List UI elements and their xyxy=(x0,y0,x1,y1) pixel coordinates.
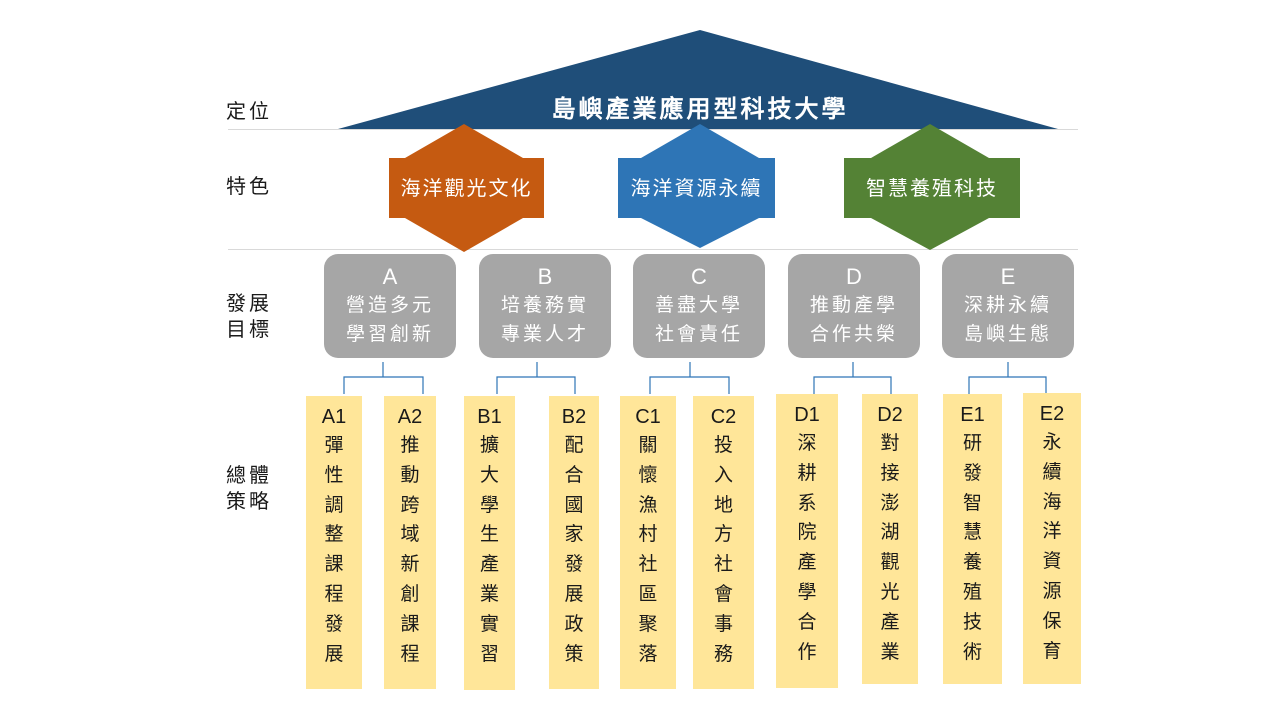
strategy-code: D1 xyxy=(794,404,820,426)
feature-label-2: 海洋資源永續 xyxy=(630,176,763,200)
strategy-box-e1: E1 研發智慧養殖技術 xyxy=(943,394,1002,684)
strategy-box-a2: A2 推動跨域新創課程 xyxy=(384,396,436,689)
strategy-code: B1 xyxy=(477,406,502,428)
strategy-text: 投入地方社會事務 xyxy=(713,434,733,665)
row-label-feature: 特色 xyxy=(226,174,272,198)
strategy-text: 對接澎湖觀光產業 xyxy=(880,432,900,663)
strategy-box-b2: B2 配合國家發展政策 xyxy=(549,396,599,689)
row-label-strategy: 總體策略 xyxy=(226,463,272,513)
separator-line xyxy=(228,249,1078,250)
feature-label-1: 海洋觀光文化 xyxy=(400,176,533,200)
strategy-code: A2 xyxy=(397,406,423,428)
connectors xyxy=(343,362,1047,394)
strategy-code: D2 xyxy=(877,404,903,426)
strategy-code: C1 xyxy=(635,406,661,428)
row-label-position: 定位 xyxy=(226,99,272,123)
goal-box-c: C 善盡大學社會責任 xyxy=(633,254,765,358)
goal-text: 推動產學合作共榮 xyxy=(809,294,898,345)
goal-text: 營造多元學習創新 xyxy=(345,294,434,345)
goal-letter: C xyxy=(691,264,707,289)
strategy-code: B2 xyxy=(561,406,587,428)
feature-arrow-2 xyxy=(618,124,775,248)
strategy-text: 研發智慧養殖技術 xyxy=(962,432,982,663)
strategy-box-d1: D1 深耕系院產學合作 xyxy=(776,394,838,688)
goal-box-e: E 深耕永續島嶼生態 xyxy=(942,254,1074,358)
goal-text: 深耕永續島嶼生態 xyxy=(963,294,1052,345)
strategy-box-c1: C1 關懷漁村社區聚落 xyxy=(620,396,676,689)
goal-letter: A xyxy=(382,264,398,289)
goal-box-a: A 營造多元學習創新 xyxy=(324,254,456,358)
feature-arrow-1 xyxy=(389,124,544,252)
goal-box-b: B 培養務實專業人才 xyxy=(479,254,611,358)
strategy-text: 永續海洋資源保育 xyxy=(1042,431,1062,662)
strategy-box-a1: A1 彈性調整課程發展 xyxy=(306,396,362,689)
roof-title: 島嶼產業應用型科技大學 xyxy=(551,94,849,123)
strategy-box-d2: D2 對接澎湖觀光產業 xyxy=(862,394,918,684)
row-label-goal: 發展目標 xyxy=(226,291,272,341)
strategy-text: 配合國家發展政策 xyxy=(564,434,584,665)
goal-text: 善盡大學社會責任 xyxy=(654,294,743,345)
strategy-code: E2 xyxy=(1039,403,1065,425)
goal-letter: D xyxy=(846,264,862,289)
separator-line xyxy=(228,129,1078,130)
strategy-box-e2: E2 永續海洋資源保育 xyxy=(1023,393,1081,684)
strategy-box-b1: B1 擴大學生產業實習 xyxy=(464,396,515,690)
strategy-text: 推動跨域新創課程 xyxy=(400,434,420,665)
goal-box-d: D 推動產學合作共榮 xyxy=(788,254,920,358)
strategy-code: E1 xyxy=(960,404,985,426)
goal-text: 培養務實專業人才 xyxy=(500,294,589,345)
strategy-box-c2: C2 投入地方社會事務 xyxy=(693,396,754,689)
goal-letter: E xyxy=(1000,264,1016,289)
feature-arrow-3 xyxy=(844,124,1020,250)
feature-label-3: 智慧養殖科技 xyxy=(866,176,998,200)
strategy-text: 深耕系院產學合作 xyxy=(797,432,817,663)
strategy-code: C2 xyxy=(710,406,737,428)
strategy-text: 擴大學生產業實習 xyxy=(479,434,499,665)
strategy-code: A1 xyxy=(321,406,347,428)
goal-letter: B xyxy=(537,264,553,289)
roof-triangle xyxy=(338,30,1058,129)
strategy-text: 彈性調整課程發展 xyxy=(324,434,344,665)
strategy-text: 關懷漁村社區聚落 xyxy=(638,434,658,665)
